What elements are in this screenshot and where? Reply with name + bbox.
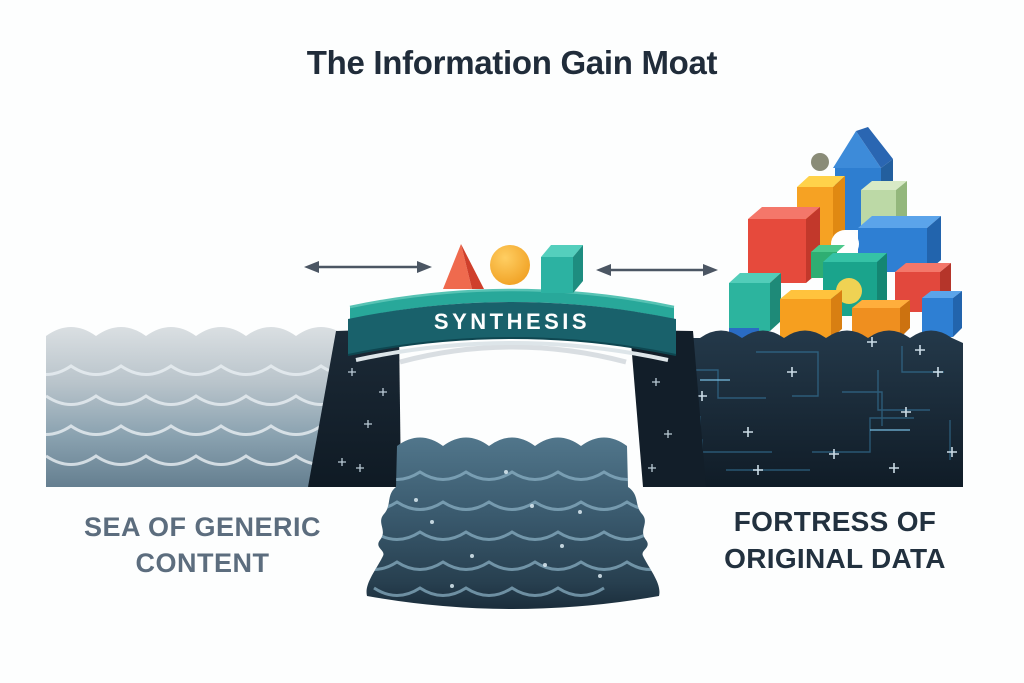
sea-of-generic-content-label: SEA OF GENERIC CONTENT <box>55 509 350 581</box>
deck-highlight <box>349 288 675 309</box>
water-sparkles <box>414 470 602 588</box>
bridge-deck <box>350 290 674 319</box>
right-double-arrow <box>596 264 718 276</box>
banner-bottom-edge <box>347 337 677 356</box>
moat-water-body <box>366 437 660 609</box>
pillar-sparkles <box>338 368 672 472</box>
gray-sphere-block <box>811 153 829 171</box>
yellow-dot <box>836 278 862 304</box>
page-title: The Information Gain Moat <box>306 44 718 81</box>
left-double-arrow <box>304 261 432 273</box>
cube-shape <box>541 245 583 293</box>
teal-left-block <box>729 273 781 342</box>
landmass-body <box>650 330 963 487</box>
left-pillar <box>308 329 401 487</box>
sea-body <box>46 327 346 487</box>
triangle-shape <box>443 244 484 289</box>
synthesized-shapes <box>443 244 583 293</box>
sea-label-line2: CONTENT <box>135 548 270 578</box>
data-blocks-fortress <box>729 127 962 342</box>
arch-shadow <box>399 344 627 365</box>
sea-of-generic-content-illustration <box>46 327 346 487</box>
sea-wave-lines <box>46 364 346 466</box>
fortress-of-original-data-label: FORTRESS OF ORIGINAL DATA <box>685 503 985 577</box>
right-pillar <box>630 330 706 487</box>
moat-wave-lines <box>366 470 660 597</box>
bridge-pillars <box>308 329 706 487</box>
moat-water-illustration <box>366 437 660 609</box>
banner-underline <box>355 341 669 362</box>
fortress-label-line1: FORTRESS OF <box>733 506 937 537</box>
synthesis-bridge: SYNTHESIS <box>347 288 677 365</box>
sphere-shape <box>490 245 530 285</box>
synthesis-label: SYNTHESIS <box>434 309 590 334</box>
blue-small-block <box>922 291 962 337</box>
fortress-label-line2: ORIGINAL DATA <box>724 543 946 574</box>
orange-bottom-block <box>780 290 842 338</box>
exchange-arrows <box>304 261 718 276</box>
red-big-block <box>748 207 820 283</box>
sea-label-line1: SEA OF GENERIC <box>83 512 322 542</box>
